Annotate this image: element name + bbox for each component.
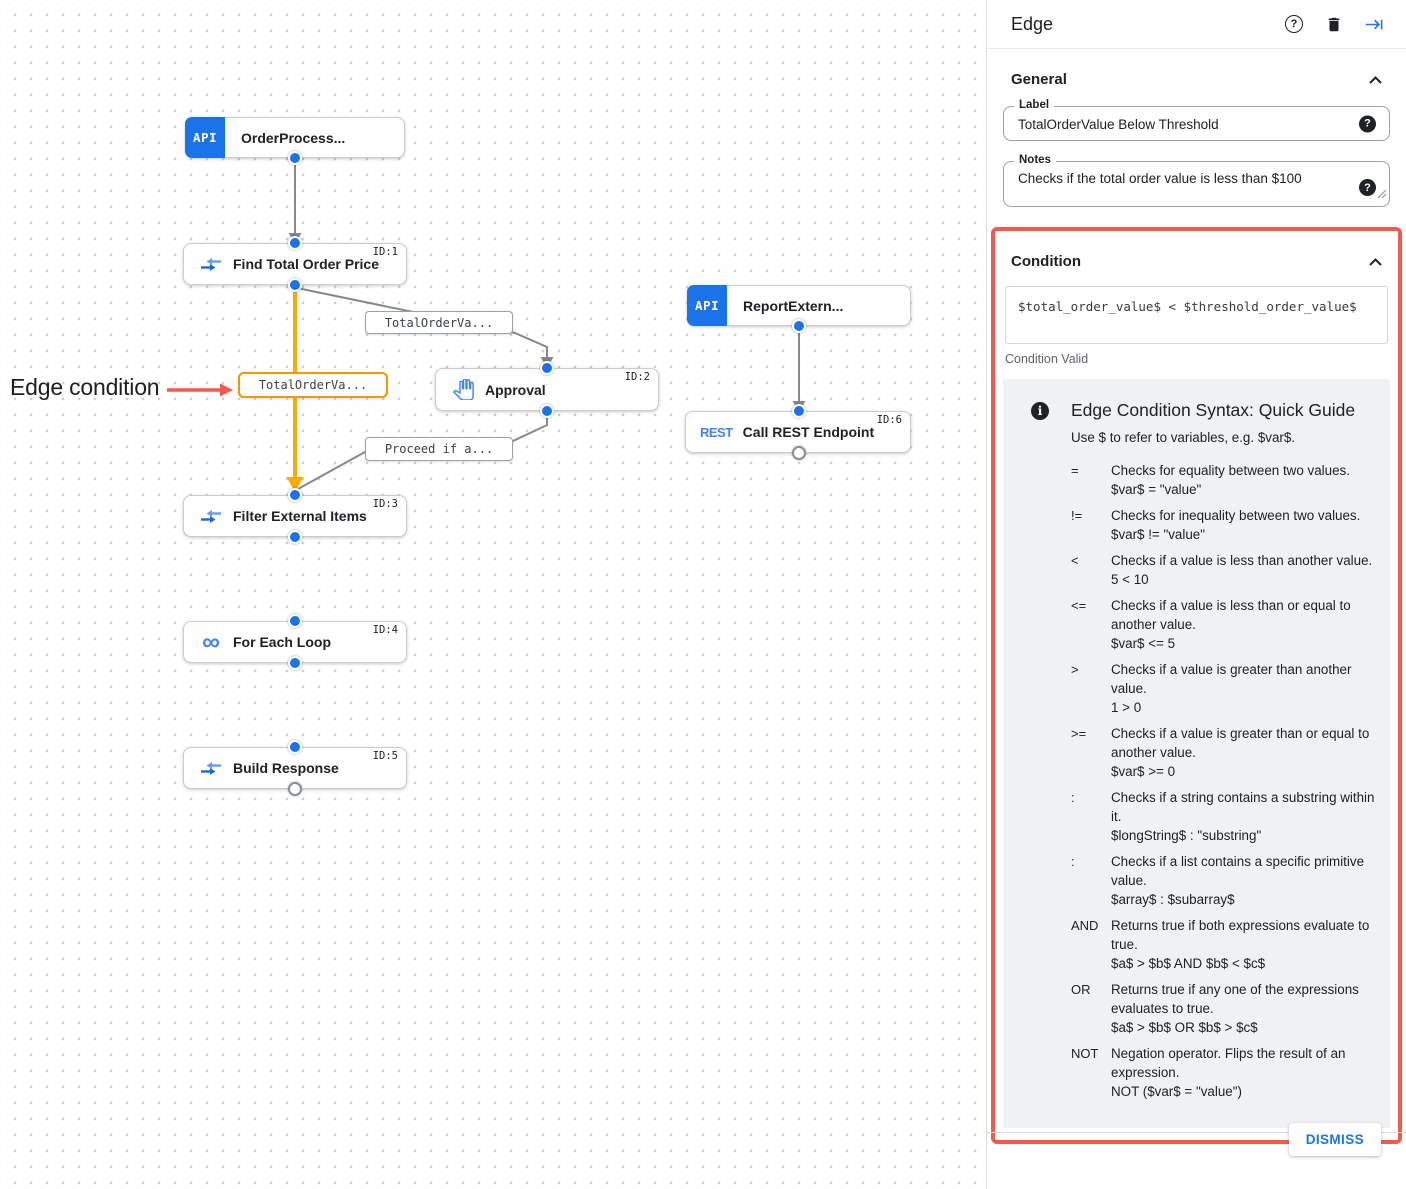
loop-icon: ∞ [202, 628, 220, 656]
notes-input[interactable] [1004, 162, 1389, 206]
chevron-up-icon[interactable] [1369, 75, 1382, 84]
operator-row: > Checks if a value is greater than anot… [1071, 662, 1352, 715]
port-in-for-each[interactable] [288, 614, 302, 628]
port-out-build-response[interactable] [288, 782, 302, 796]
port-out-orderprocess[interactable] [288, 151, 302, 165]
port-out-reportextern[interactable] [792, 319, 806, 333]
edge-label-totalordervalue-approval[interactable]: TotalOrderVa... [365, 311, 513, 334]
condition-expression-input[interactable]: $total_order_value$ < $threshold_order_v… [1005, 286, 1388, 344]
operator-row: AND Returns true if both expressions eva… [1071, 918, 1370, 971]
operator-list: = Checks for equality between two values… [1071, 461, 1376, 1101]
condition-valid-status: Condition Valid [1005, 352, 1089, 366]
port-in-approval[interactable] [540, 361, 554, 375]
operator-row: : Checks if a string contains a substrin… [1071, 790, 1375, 843]
dismiss-button[interactable]: DISMISS [1288, 1123, 1381, 1156]
panel-header: Edge ? [987, 0, 1406, 49]
operator-row: NOT Negation operator. Flips the result … [1071, 1046, 1346, 1099]
field-help-icon[interactable]: ? [1359, 115, 1376, 132]
approval-hand-icon [451, 379, 475, 400]
rest-icon: REST [700, 424, 733, 440]
annotation-edge-condition: Edge condition [10, 374, 160, 400]
delete-icon[interactable] [1325, 15, 1343, 34]
collapse-panel-icon[interactable] [1365, 15, 1384, 34]
port-in-build-response[interactable] [288, 740, 302, 754]
port-out-for-each[interactable] [288, 656, 302, 670]
notes-field: Notes ? [1003, 154, 1390, 207]
resize-handle-icon[interactable] [1377, 185, 1387, 203]
operator-row: : Checks if a list contains a specific p… [1071, 854, 1365, 907]
port-out-find-total[interactable] [288, 278, 302, 292]
section-condition[interactable]: Condition [1003, 231, 1390, 284]
port-in-call-rest[interactable] [792, 404, 806, 418]
notes-field-label: Notes [1014, 154, 1056, 166]
data-mapping-icon [199, 508, 223, 525]
api-trigger-icon: API [687, 285, 727, 326]
condition-heading: Condition [1011, 253, 1081, 270]
operator-row: <= Checks if a value is less than or equ… [1071, 598, 1351, 651]
label-input[interactable] [1004, 107, 1389, 140]
data-mapping-icon [199, 760, 223, 777]
edge-label-totalordervalue-selected[interactable]: TotalOrderVa... [238, 372, 388, 398]
port-out-filter[interactable] [288, 530, 302, 544]
section-general[interactable]: General [1003, 49, 1390, 102]
operator-row: != Checks for inequality between two val… [1071, 508, 1361, 542]
label-field: Label ? [1003, 99, 1390, 141]
api-trigger-icon: API [185, 117, 225, 158]
port-in-find-total[interactable] [288, 236, 302, 250]
port-out-approval[interactable] [540, 404, 554, 418]
panel-title: Edge [1011, 13, 1054, 34]
operator-row: = Checks for equality between two values… [1071, 463, 1350, 497]
field-help-icon[interactable]: ? [1359, 179, 1376, 196]
operator-row: >= Checks if a value is greater than or … [1071, 726, 1370, 779]
condition-highlight-box: Condition $total_order_value$ < $thresho… [991, 227, 1402, 1144]
node-orderprocess-trigger[interactable]: API OrderProcess... [185, 117, 405, 158]
operator-row: < Checks if a value is less than another… [1071, 553, 1373, 587]
syntax-quick-guide: i Edge Condition Syntax: Quick Guide Use… [1003, 379, 1390, 1128]
label-field-label: Label [1014, 99, 1055, 111]
operator-row: OR Returns true if any one of the expres… [1071, 982, 1359, 1035]
port-in-filter[interactable] [288, 488, 302, 502]
data-mapping-icon [199, 256, 223, 273]
help-icon[interactable]: ? [1285, 15, 1303, 33]
workflow-canvas[interactable]: Edge condition TotalOrderVa... TotalOrde… [0, 0, 986, 1189]
info-icon: i [1031, 401, 1049, 420]
guide-intro: Use $ to refer to variables, e.g. $var$. [1071, 430, 1296, 445]
edge-label-proceed-if-approved[interactable]: Proceed if a... [365, 437, 513, 461]
port-out-call-rest[interactable] [792, 446, 806, 460]
edge-connections [167, 160, 806, 492]
edge-config-panel: Edge ? General Label ? Notes ? [986, 0, 1406, 1189]
chevron-up-icon[interactable] [1369, 257, 1382, 266]
footer-divider [987, 1132, 1406, 1133]
guide-title: Edge Condition Syntax: Quick Guide [1071, 400, 1356, 420]
general-heading: General [1011, 71, 1067, 88]
